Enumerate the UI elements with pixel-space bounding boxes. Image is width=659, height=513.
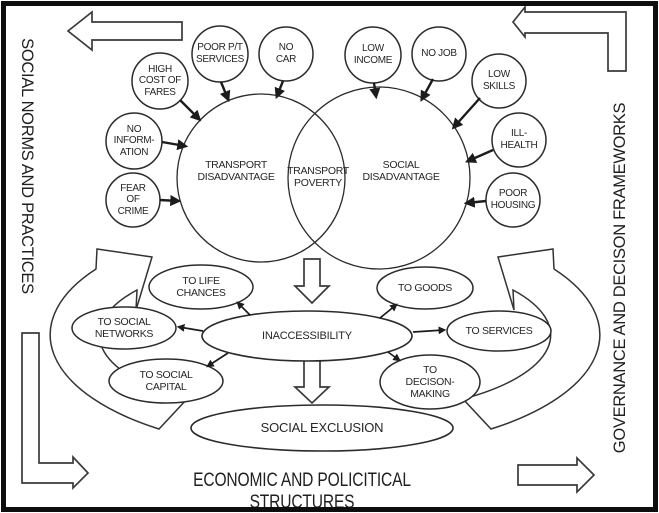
label-ill-health: ILL-HEALTH — [500, 128, 538, 151]
label-fear-of-crime: FEAR OF CRIME — [117, 182, 149, 217]
label-to-social-capital: TO SOCIAL CAPITAL — [139, 368, 193, 393]
label-to-services: TO SERVICES — [465, 324, 533, 337]
circle-poor-housing — [485, 172, 541, 228]
corner-arrow-bottom-left — [21, 332, 90, 491]
label-no-job: NO JOB — [421, 48, 457, 60]
arrow-to-social-capital — [206, 352, 229, 368]
venn-right-circle — [287, 86, 471, 270]
circle-poor-pt — [191, 25, 249, 83]
label-social-disadvantage: SOCIAL DISADVANTAGE — [362, 158, 440, 183]
ellipse-to-life-chances — [148, 264, 254, 310]
ellipse-social-exclusion — [190, 404, 454, 452]
venn-left-circle — [176, 93, 346, 263]
arrow-to-services — [412, 326, 447, 335]
arrow-ill-health — [464, 148, 494, 163]
label-transport-poverty: TRANSPORT POVERTY — [287, 164, 349, 189]
arrow-poor-housing — [463, 196, 487, 208]
ellipse-to-goods — [376, 266, 474, 310]
arrow-high-cost — [179, 99, 202, 122]
ellipse-to-services — [446, 310, 552, 352]
circle-high-cost — [131, 52, 189, 110]
label-poor-pt: POOR P/T SERVICES — [196, 42, 244, 65]
block-arrow-inaccessibility-to-exclusion — [292, 359, 332, 405]
label-poor-housing: POOR HOUSING — [490, 188, 536, 211]
label-to-social-networks: TO SOCIAL NETWORKS — [94, 315, 154, 340]
ellipse-to-social-networks — [71, 306, 177, 350]
circle-no-car — [258, 26, 314, 82]
label-to-goods: TO GOODS — [398, 281, 452, 294]
arrow-to-life-chances — [236, 301, 251, 316]
circle-low-income — [344, 26, 402, 84]
label-transport-disadvantage: TRANSPORT DISADVANTAGE — [197, 158, 275, 183]
circle-ill-health — [491, 112, 547, 168]
label-high-cost: HIGH COST OF FARES — [138, 63, 182, 98]
arrow-poor-pt — [219, 81, 231, 103]
arrow-no-job — [420, 78, 435, 102]
ellipse-inaccessibility — [201, 310, 413, 362]
corner-arrow-top-left — [66, 10, 183, 52]
label-to-decison-making: TO DECISON-MAKING — [405, 363, 455, 401]
arrow-low-skills — [451, 97, 481, 130]
arrow-to-decison-making — [387, 351, 401, 362]
block-arrow-venn-to-inaccessibility — [292, 258, 332, 305]
label-inaccessibility: INACCESSIBILITY — [262, 329, 352, 342]
ellipse-to-social-capital — [108, 358, 224, 404]
arrow-low-income — [369, 82, 381, 100]
curved-arrow-right — [461, 248, 601, 430]
corner-arrow-top-right — [511, 4, 627, 72]
arrow-to-social-networks — [176, 324, 204, 332]
label-no-car: NO CAR — [275, 42, 297, 65]
label-social-exclusion: SOCIAL EXCLUSION — [260, 420, 384, 436]
arrow-no-car — [274, 80, 285, 100]
arrow-to-goods — [379, 303, 398, 319]
circle-no-information — [105, 112, 163, 170]
corner-arrow-bottom-right — [517, 455, 596, 495]
arrow-fear-of-crime — [159, 195, 182, 207]
ellipse-to-decison-making — [379, 354, 481, 410]
label-low-income: LOW INCOME — [353, 43, 393, 66]
arrow-no-information — [161, 139, 189, 151]
label-low-skills: LOW SKILLS — [482, 69, 516, 92]
circle-no-job — [411, 26, 467, 82]
label-to-life-chances: TO LIFE CHANCES — [176, 274, 226, 299]
circle-low-skills — [471, 53, 527, 109]
label-no-information: NO INFORM-ATION — [113, 123, 155, 158]
